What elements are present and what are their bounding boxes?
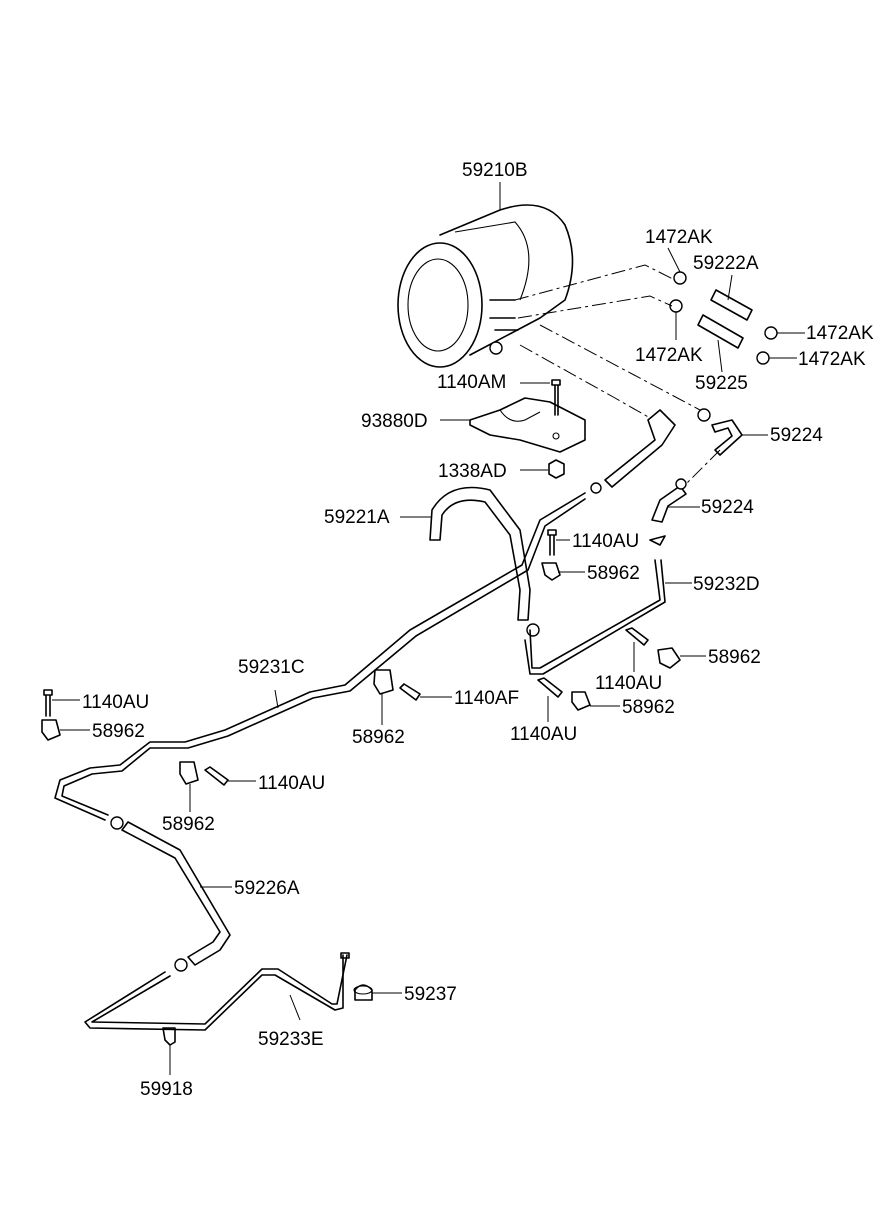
bolt-1140AU-e[interactable]: [204, 766, 229, 786]
label-1472AK-b: 1472AK: [635, 345, 703, 366]
label-1472AK-c: 1472AK: [806, 323, 874, 344]
label-59224-a: 59224: [770, 425, 823, 446]
connection-lines: [514, 264, 721, 486]
label-59222A: 59222A: [693, 253, 759, 274]
clip-58962-c[interactable]: [571, 691, 591, 711]
label-1338AD: 1338AD: [438, 461, 507, 482]
label-58962-a: 58962: [587, 563, 640, 584]
bolt-1140AU-b[interactable]: [625, 627, 649, 646]
hose-59224-b[interactable]: [651, 478, 687, 523]
nut-1338AD[interactable]: [548, 459, 565, 479]
label-59233E: 59233E: [258, 1029, 324, 1050]
label-1140AU-d: 1140AU: [82, 692, 149, 713]
pipe-59232D[interactable]: [524, 535, 666, 675]
clip-58962-a[interactable]: [541, 562, 561, 581]
label-1472AK-a: 1472AK: [645, 227, 713, 248]
clamp-1472AK-c[interactable]: [764, 326, 778, 340]
hose-59225[interactable]: [697, 314, 744, 349]
clamp-1472AK-a[interactable]: [673, 271, 687, 285]
pipe-59233E[interactable]: [84, 952, 350, 1031]
label-59237: 59237: [404, 984, 457, 1005]
label-1140AU-e: 1140AU: [258, 773, 325, 794]
hose-59226A[interactable]: [110, 816, 231, 972]
bolt-1140AF[interactable]: [399, 683, 421, 701]
labels: 59210B 1472AK 59222A 1472AK 1472AK 1472A…: [82, 160, 874, 1100]
label-59232D: 59232D: [693, 574, 760, 595]
label-1140AF: 1140AF: [454, 688, 519, 709]
hose-59222A[interactable]: [710, 289, 753, 321]
bolt-1140AM[interactable]: [551, 379, 561, 416]
label-1140AU-b: 1140AU: [595, 673, 662, 694]
label-58962-b: 58962: [708, 647, 761, 668]
label-1140AU-a: 1140AU: [572, 531, 639, 552]
label-58962-e: 58962: [92, 721, 145, 742]
clip-58962-e[interactable]: [41, 719, 61, 741]
label-1140AU-c: 1140AU: [510, 724, 577, 745]
clamp-1472AK-d[interactable]: [756, 351, 770, 365]
label-58962-c: 58962: [622, 697, 675, 718]
label-59221A: 59221A: [324, 507, 390, 528]
clip-58962-f[interactable]: [179, 761, 199, 785]
bolt-1140AU-c[interactable]: [537, 677, 563, 698]
label-1140AM: 1140AM: [437, 372, 506, 393]
label-59224-b: 59224: [701, 497, 754, 518]
bracket-93880D[interactable]: [469, 397, 586, 453]
clip-58962-b[interactable]: [657, 647, 681, 669]
hose-59224-a[interactable]: [697, 408, 743, 456]
clip-59918[interactable]: [162, 1027, 176, 1046]
bolt-1140AU-d[interactable]: [43, 689, 53, 717]
label-1472AK-d: 1472AK: [798, 349, 866, 370]
bolt-1140AU-a[interactable]: [547, 529, 557, 556]
canister-59210B[interactable]: [397, 204, 574, 368]
clip-58962-d[interactable]: [373, 669, 394, 695]
label-59225: 59225: [695, 373, 748, 394]
label-93880D: 93880D: [361, 411, 428, 432]
pipe-59231C[interactable]: [54, 492, 586, 821]
label-58962-d: 58962: [352, 727, 405, 748]
hose-connector-upper[interactable]: [590, 409, 676, 494]
label-58962-f: 58962: [162, 814, 215, 835]
label-59231C: 59231C: [238, 657, 305, 678]
label-59210B: 59210B: [462, 160, 528, 181]
label-59226A: 59226A: [234, 878, 300, 899]
leader-lines: [52, 182, 805, 1075]
label-59918: 59918: [140, 1079, 193, 1100]
cap-59237[interactable]: [353, 984, 373, 1001]
